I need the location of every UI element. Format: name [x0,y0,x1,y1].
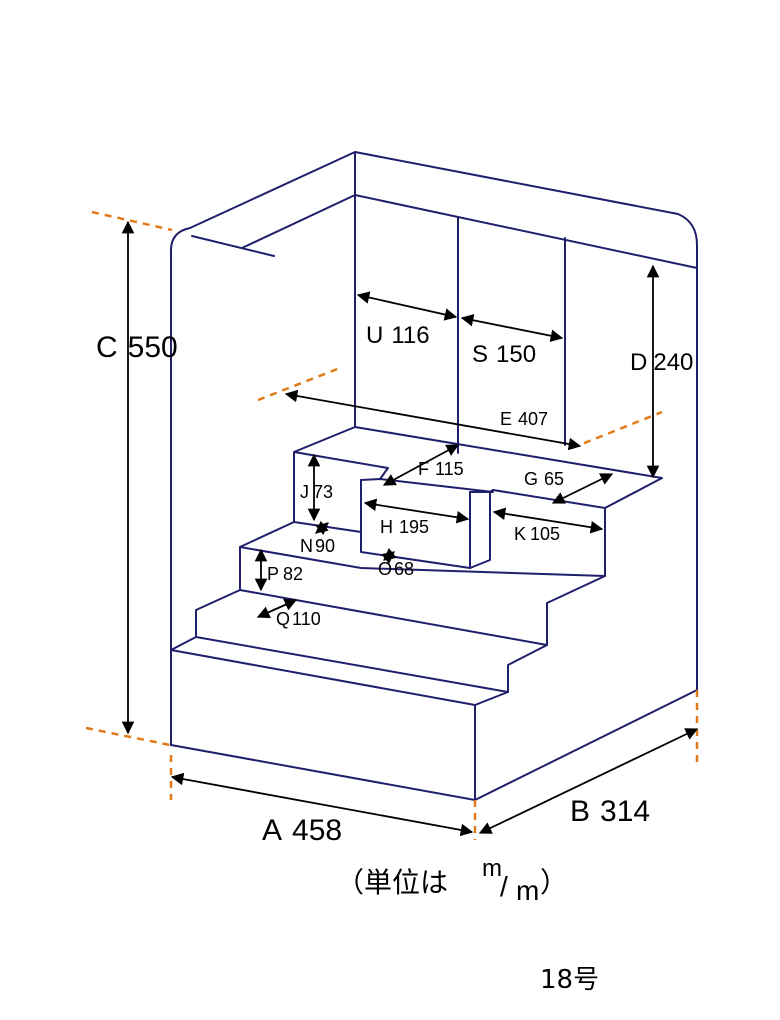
n-arrow [315,520,329,536]
f-arrow [382,444,460,486]
stair-steps [170,426,663,801]
g-arrow [551,473,614,504]
top-step-left-face [293,426,362,533]
back-wall-top-edge [354,194,698,269]
h-arrow [363,498,470,524]
a-arrow [170,772,474,837]
model-number: 18号 [540,965,599,995]
dimension-arrows [121,220,699,837]
e-left-extension [257,366,341,402]
s-arrow [460,314,564,342]
right-block-front [469,489,606,569]
k-arrow [492,507,604,534]
top-rim-edge [191,235,275,257]
middle-block-top [360,478,494,493]
box-outline [170,151,698,801]
b-arrow [478,728,699,834]
u-arrow [356,291,458,321]
unit-note: （単位は m / m ） [336,855,568,906]
unit-slash: / [500,871,508,902]
unit-close-paren: ） [540,866,568,899]
c-top-extension [91,210,173,232]
left-wall-top-edge [241,194,356,249]
third-step [195,589,548,693]
second-step [239,521,548,646]
front-bottom-edge [170,744,476,801]
c-bottom-extension [85,726,171,747]
middle-block-front [360,479,471,569]
top-step-top-edge [354,426,663,646]
unit-numerator: m [482,855,502,882]
o-arrow [381,547,397,565]
bottom-step-top [170,636,509,706]
top-step-left-top [293,451,389,480]
unit-denominator: m [516,875,539,906]
unit-note-text: （単位は [336,866,448,899]
e-arrow [284,389,582,451]
second-step-top [239,546,606,577]
box-outer-frame [170,151,698,746]
e-right-extension [571,410,663,450]
q-arrow [256,598,298,619]
